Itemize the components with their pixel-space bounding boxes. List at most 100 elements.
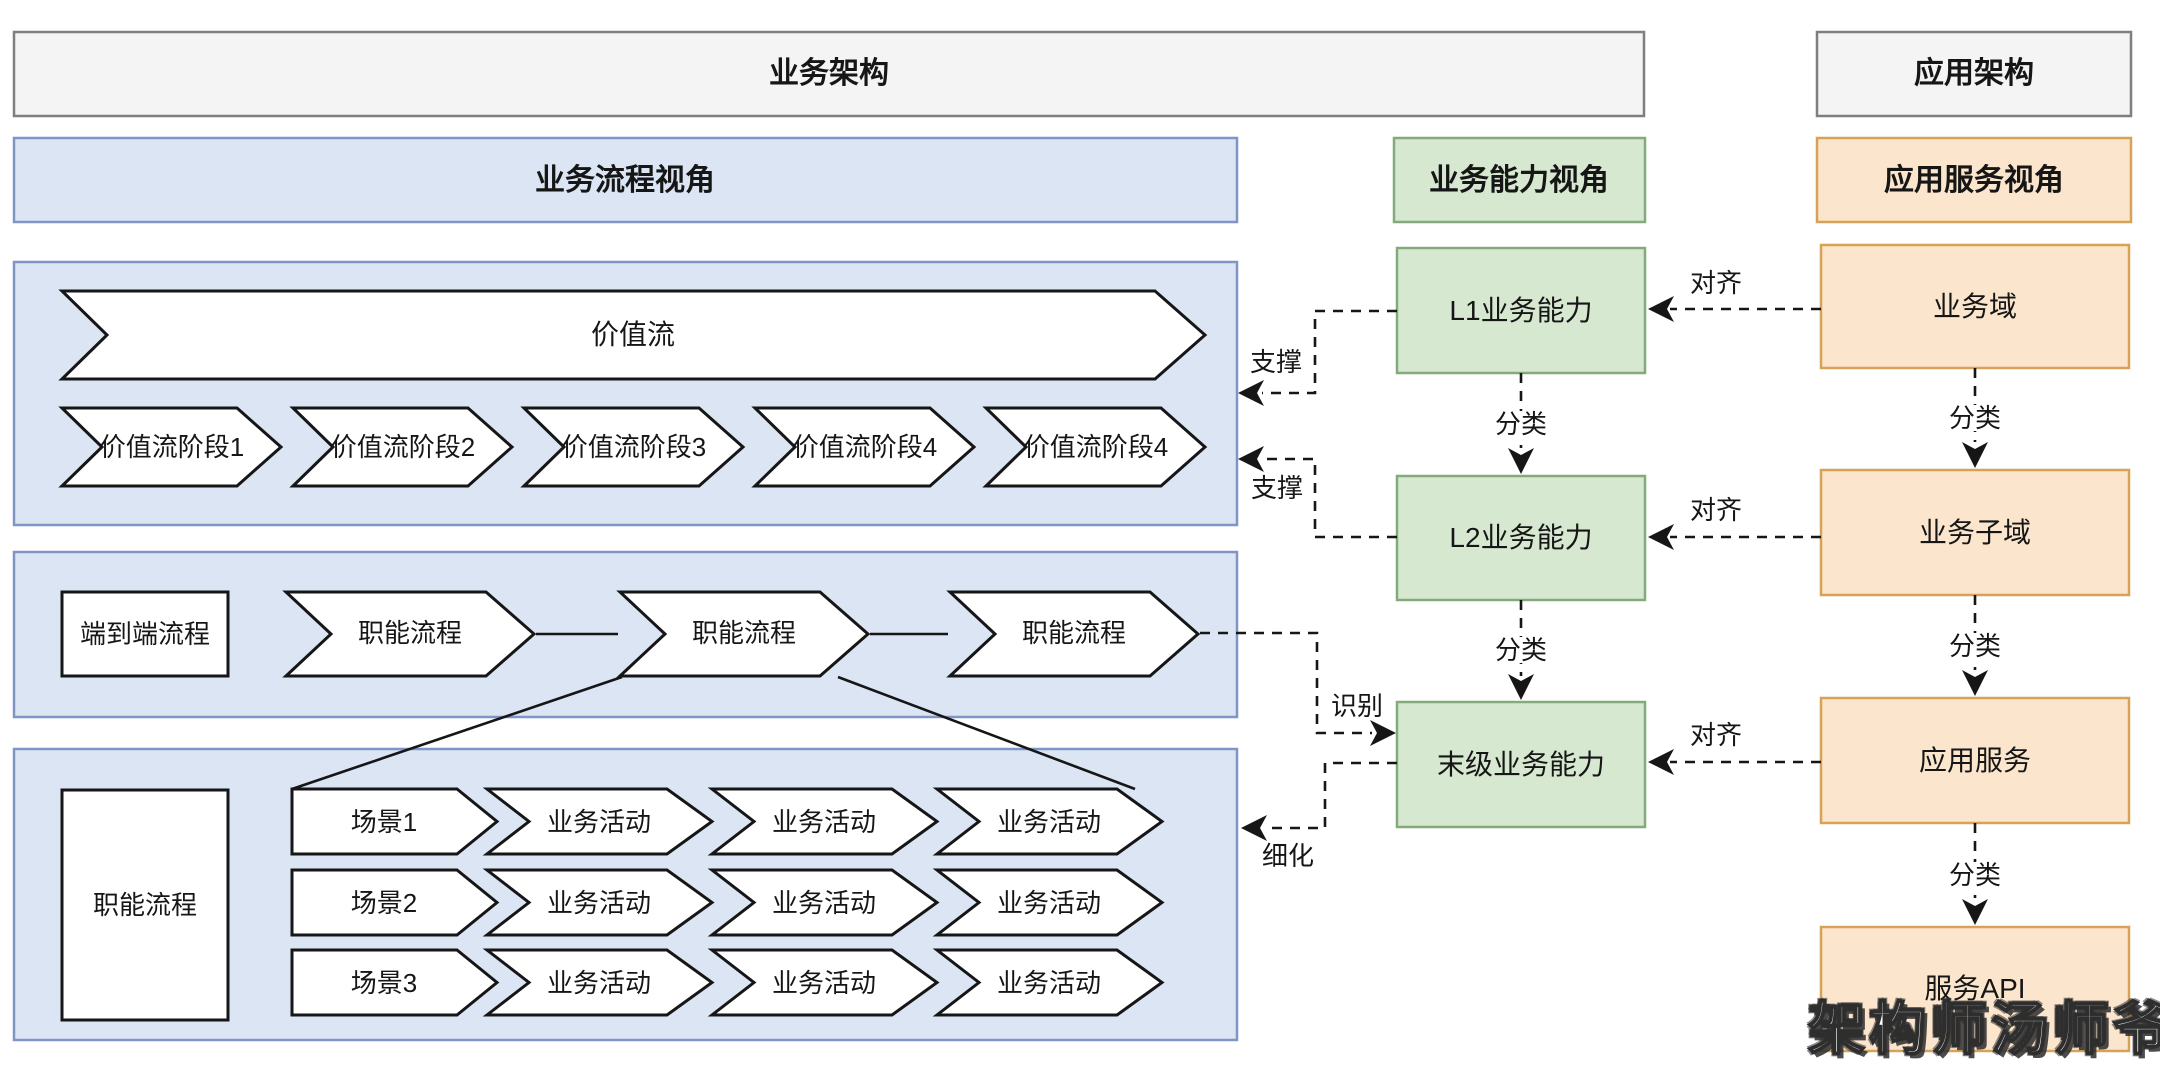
arrowhead-left-icon (1238, 380, 1264, 406)
arrowhead-left-icon (1648, 296, 1674, 322)
arrowhead-down-icon (1508, 674, 1534, 700)
value-stage-chevron-2 (289, 406, 515, 488)
activity-label-r1-1: 业务活动 (546, 807, 652, 837)
activity-label-r1-2: 业务活动 (771, 807, 877, 837)
identify-label: 识别 (1330, 691, 1384, 721)
arrowhead-right-icon (1370, 720, 1396, 746)
service-api-label: 服务API (1924, 973, 2026, 1004)
value-stage-label-3: 价值流阶段3 (561, 432, 707, 462)
end-to-end-process-label: 端到端流程 (79, 619, 211, 649)
value-stage-chevron-5 (982, 406, 1208, 488)
identify-path (1200, 631, 1372, 735)
support-label-1: 支撑 (1249, 347, 1303, 377)
l1-capability-label: L1业务能力 (1449, 295, 1593, 326)
activity-chevron-r2-1 (482, 868, 715, 937)
activity-label-r2-2: 业务活动 (771, 888, 877, 918)
business-subdomain-label: 业务子域 (1918, 517, 2032, 548)
functional-process-chevron-1 (282, 590, 537, 678)
support-path-1 (1262, 309, 1397, 395)
process-view-band (12, 136, 1239, 224)
service-api-box (1819, 925, 2131, 1053)
activity-chevron-r3-3 (932, 948, 1165, 1017)
arrowhead-left-icon (1241, 815, 1267, 841)
application-architecture-header-box (1815, 30, 2133, 118)
value-stage-label-4: 价值流阶段4 (792, 432, 938, 462)
service-view-title: 应用服务视角 (1884, 164, 2064, 197)
business-architecture-title: 业务架构 (769, 57, 889, 90)
value-stage-label-5: 价值流阶段4 (1023, 432, 1169, 462)
activity-chevron-r1-3 (932, 787, 1165, 856)
arrowhead-left-icon (1648, 749, 1674, 775)
value-stage-label-1: 价值流阶段1 (99, 432, 245, 462)
l2-capability-box (1395, 474, 1647, 602)
decomposition-line-right (837, 675, 1136, 791)
process-view-title: 业务流程视角 (535, 164, 715, 197)
align-label-3: 对齐 (1689, 720, 1743, 750)
activity-label-r3-1: 业务活动 (546, 968, 652, 998)
scenario-chevron-2 (290, 868, 500, 937)
app-service-box (1819, 696, 2131, 825)
decomposition-line-left (291, 675, 623, 791)
activity-chevron-r2-2 (707, 868, 940, 937)
refine-path (1266, 761, 1397, 830)
classify-label-l2-leaf: 分类 (1488, 637, 1554, 663)
scenario-chevron-3 (290, 948, 500, 1017)
activity-chevron-r3-2 (707, 948, 940, 1017)
scenario-label-1: 场景1 (350, 807, 418, 837)
activity-label-r3-2: 业务活动 (771, 968, 877, 998)
align-label-1: 对齐 (1689, 268, 1743, 298)
activity-label-r2-3: 业务活动 (996, 888, 1102, 918)
capability-view-band (1392, 136, 1647, 224)
support-path-2 (1262, 457, 1397, 539)
service-view-band (1815, 136, 2133, 224)
value-stream-label: 价值流 (590, 319, 676, 350)
l2-capability-label: L2业务能力 (1449, 522, 1593, 553)
functional-process-chevron-3 (946, 590, 1201, 678)
business-domain-box (1819, 243, 2131, 370)
scenario-chevron-1 (290, 787, 500, 856)
functional-process-label-3: 职能流程 (1021, 618, 1127, 648)
align-label-2: 对齐 (1689, 495, 1743, 525)
value-stream-chevron (58, 289, 1208, 381)
application-architecture-title: 应用架构 (1914, 57, 2034, 90)
functional-process-side-label: 职能流程 (92, 890, 198, 920)
value-stage-chevron-3 (520, 406, 746, 488)
end-to-end-process-box (60, 590, 230, 678)
watermark: 架构师汤师爷 (1807, 997, 2160, 1062)
activity-chevron-r2-3 (932, 868, 1165, 937)
functional-process-chevron-2 (616, 590, 871, 678)
arrowhead-down-icon (1962, 670, 1988, 696)
activity-label-r3-3: 业务活动 (996, 968, 1102, 998)
leaf-capability-box (1395, 700, 1647, 829)
classify-label-l1-l2: 分类 (1488, 411, 1554, 437)
classify-label-appservice: 分类 (1942, 862, 2008, 888)
arrowhead-down-icon (1962, 442, 1988, 468)
arrowhead-down-icon (1508, 448, 1534, 474)
arrowhead-left-icon (1238, 446, 1264, 472)
scenario-label-2: 场景2 (350, 888, 418, 918)
classify-label-subdomain: 分类 (1942, 633, 2008, 659)
functional-process-side-box (60, 788, 230, 1022)
value-stage-chevron-1 (58, 406, 284, 488)
support-label-2: 支撑 (1250, 473, 1304, 503)
scenario-label-3: 场景3 (350, 968, 418, 998)
business-domain-label: 业务域 (1932, 291, 2018, 322)
leaf-capability-label: 末级业务能力 (1436, 749, 1606, 780)
refine-label: 细化 (1261, 841, 1315, 871)
arrowhead-down-icon (1962, 899, 1988, 925)
activity-chevron-r3-1 (482, 948, 715, 1017)
activity-label-r1-3: 业务活动 (996, 807, 1102, 837)
activity-chevron-r1-1 (482, 787, 715, 856)
arrowhead-left-icon (1648, 524, 1674, 550)
value-stage-chevron-4 (751, 406, 977, 488)
app-service-label: 应用服务 (1918, 745, 2032, 776)
activity-label-r2-1: 业务活动 (546, 888, 652, 918)
activity-chevron-r1-2 (707, 787, 940, 856)
value-stage-label-2: 价值流阶段2 (330, 432, 476, 462)
capability-view-title: 业务能力视角 (1429, 164, 1609, 197)
business-architecture-header-box (12, 30, 1646, 118)
functional-process-label-2: 职能流程 (691, 618, 797, 648)
functional-process-label-1: 职能流程 (357, 618, 463, 648)
